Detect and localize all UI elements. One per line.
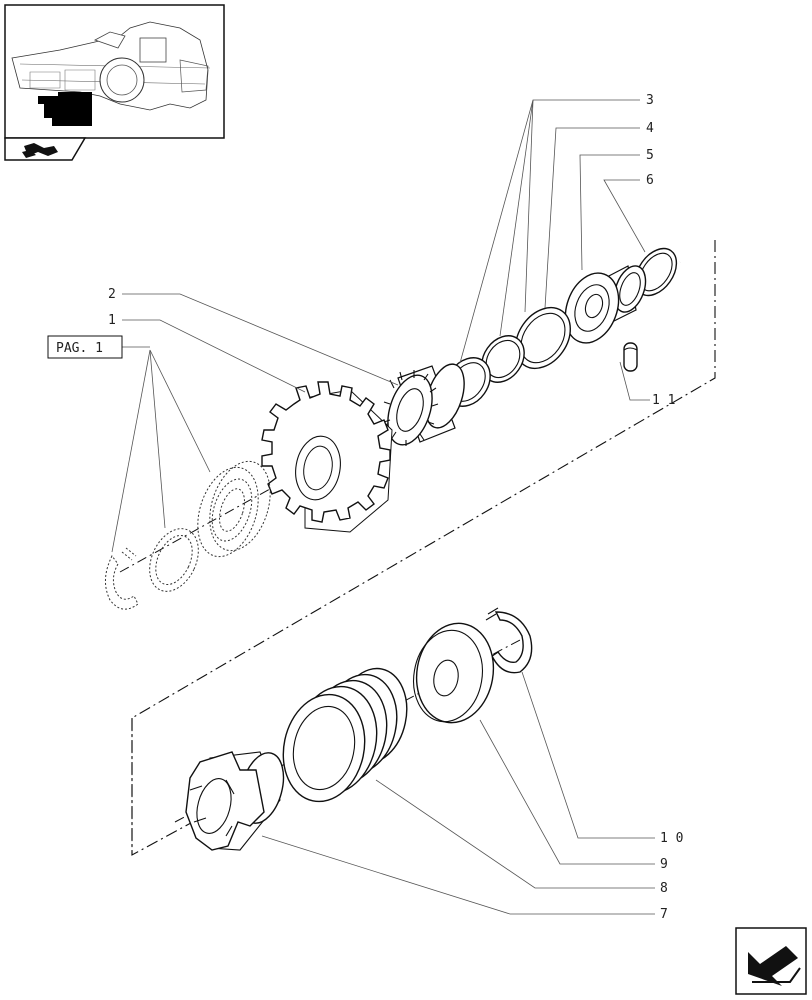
callout-5: 5 bbox=[646, 148, 654, 163]
book-arrow-icon[interactable] bbox=[22, 143, 58, 158]
part-4-o-ring bbox=[515, 306, 571, 370]
callout-4: 4 bbox=[646, 121, 654, 136]
part-9-washer bbox=[413, 622, 495, 724]
thumbnail-tractor-drawing bbox=[11, 21, 211, 126]
callout-6: 6 bbox=[646, 173, 654, 188]
reference-box-pag1[interactable]: PAG. 1 bbox=[47, 335, 123, 359]
next-page-arrow-icon[interactable] bbox=[735, 927, 807, 995]
callout-3: 3 bbox=[646, 93, 654, 108]
reference-box-label: PAG. 1 bbox=[56, 341, 103, 356]
pag1-ring-dotted bbox=[149, 528, 199, 592]
callout-8: 8 bbox=[660, 881, 668, 896]
callout-10: 1 0 bbox=[660, 831, 683, 846]
callout-1: 1 bbox=[108, 313, 116, 328]
part-7-clutch-sleeve bbox=[185, 751, 285, 851]
locator-thumbnail bbox=[4, 4, 225, 161]
part-10-circlip bbox=[485, 607, 533, 674]
callout-11: 1 1 bbox=[652, 393, 675, 408]
callout-7: 7 bbox=[660, 907, 668, 922]
pag1-bearing-dotted bbox=[197, 460, 271, 558]
leader-lines bbox=[111, 99, 655, 915]
part-2-splined-sleeve bbox=[383, 363, 465, 446]
part-1-spur-gear bbox=[261, 381, 393, 533]
lower-assembly-frame-left bbox=[131, 718, 271, 856]
pag1-circlip-dotted bbox=[105, 547, 139, 610]
part-5-sleeve bbox=[564, 265, 647, 344]
callout-2: 2 bbox=[108, 287, 116, 302]
callout-9: 9 bbox=[660, 857, 668, 872]
part-8-coil-spring bbox=[282, 667, 408, 803]
part-11-pin bbox=[623, 342, 638, 372]
